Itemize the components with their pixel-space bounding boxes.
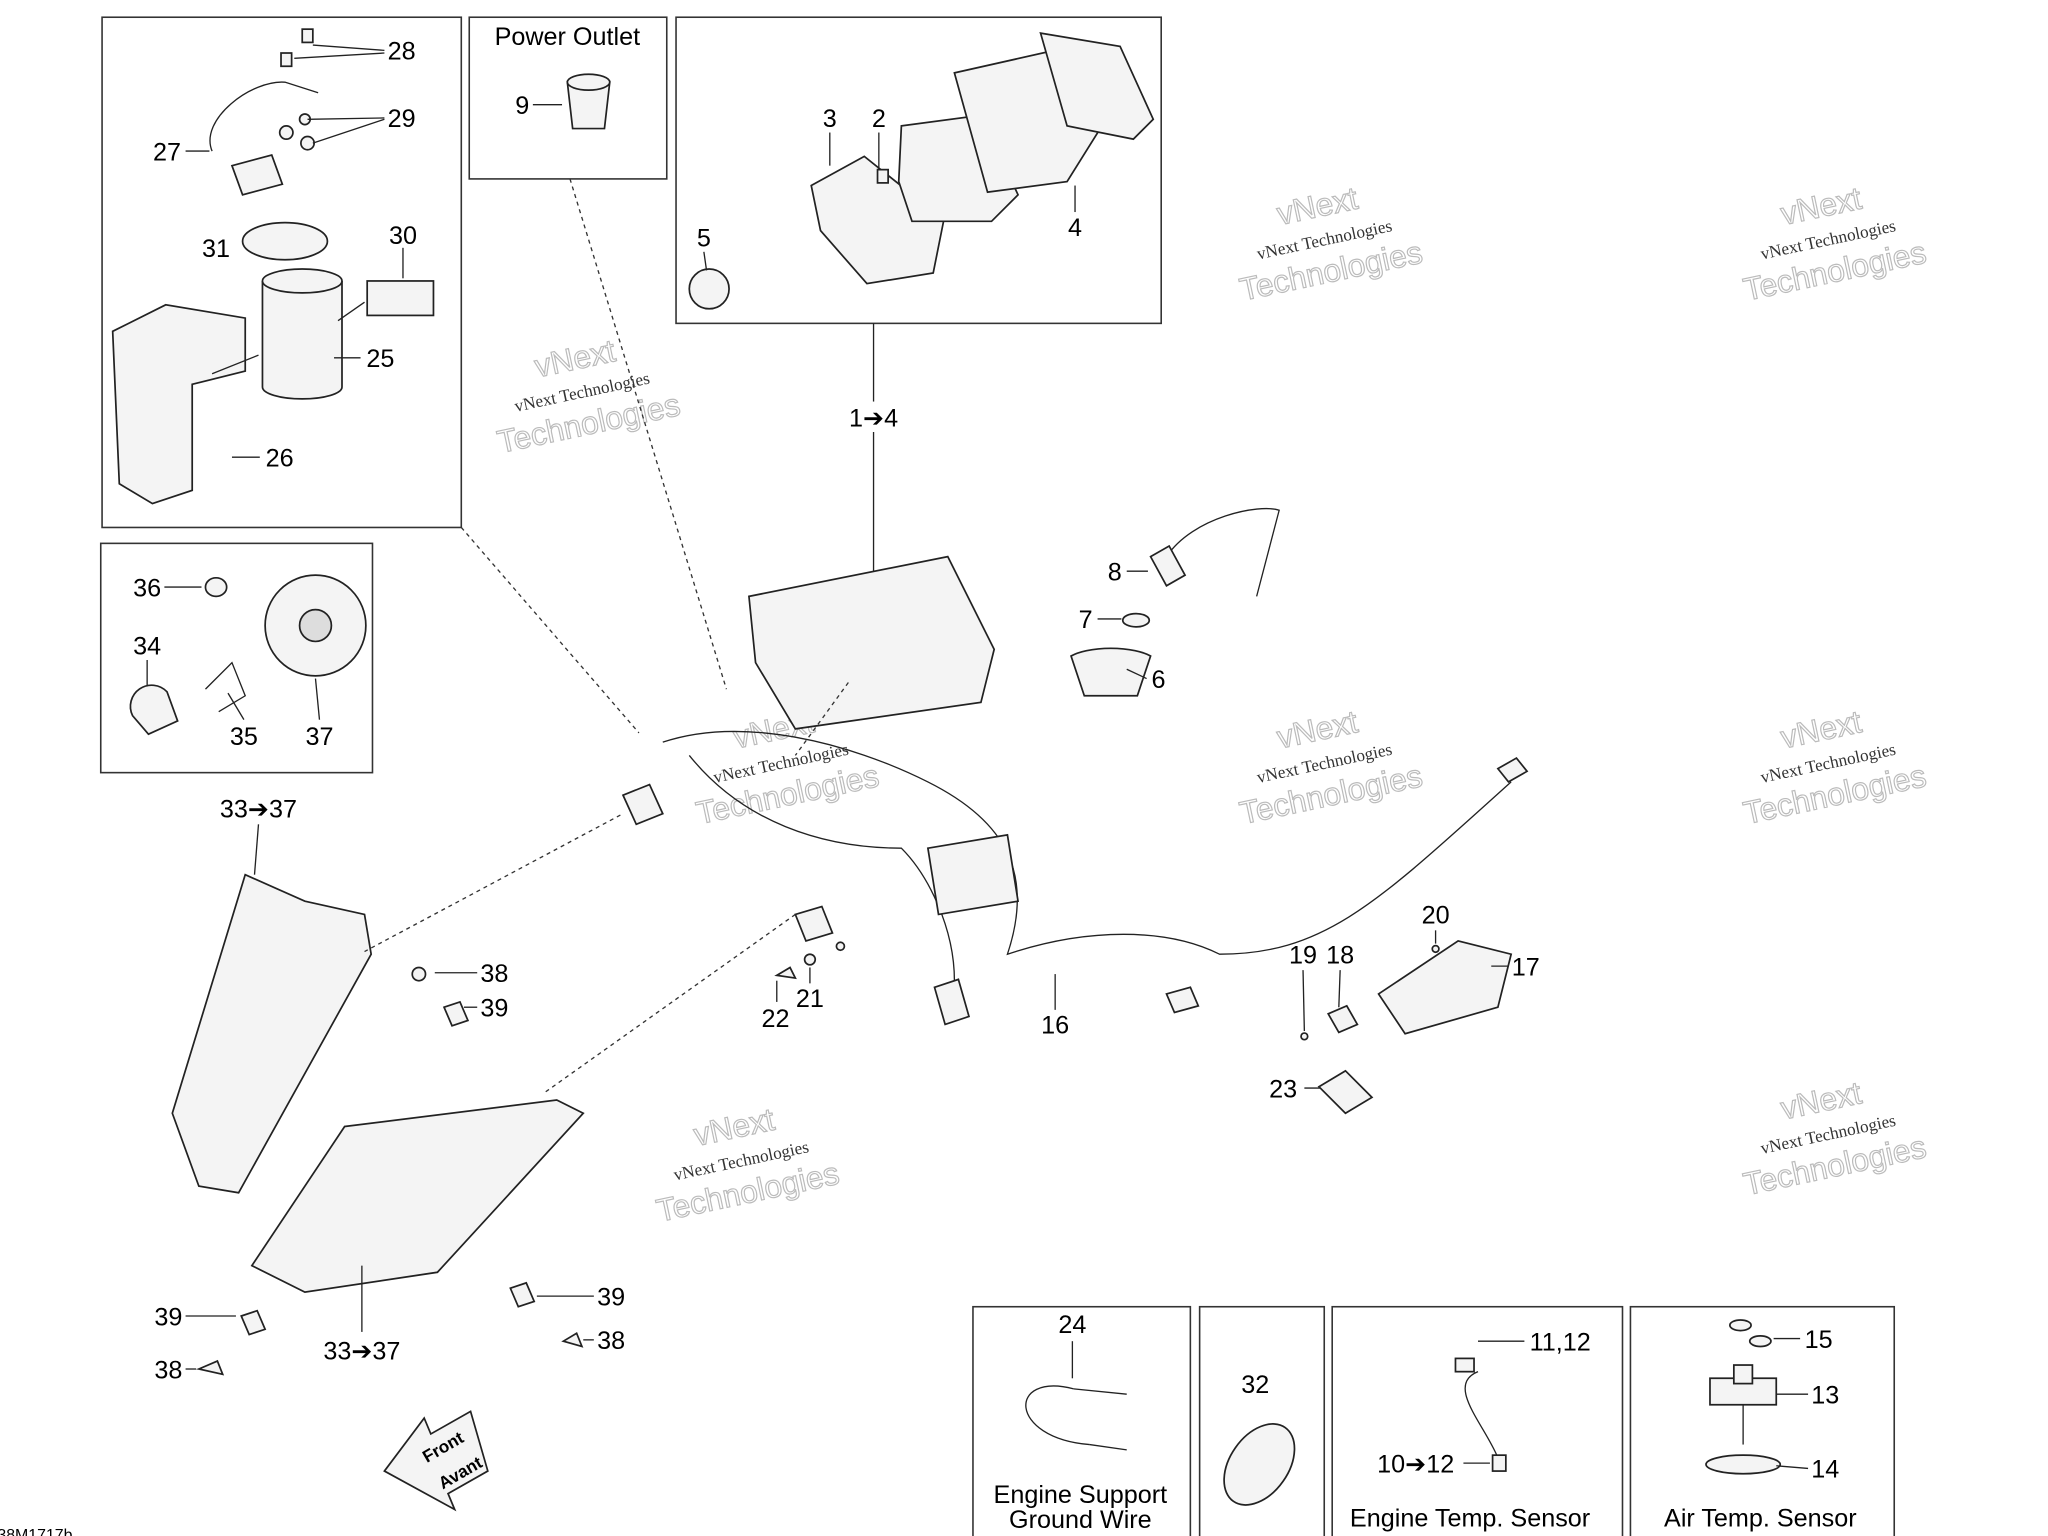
power-outlet-title: Power Outlet	[495, 23, 641, 51]
bottom-box-parts	[1025, 1319, 1809, 1506]
callout-24: 24	[1058, 1311, 1086, 1339]
callout-5: 5	[697, 225, 711, 253]
engine-temp-sensor-title: Engine Temp. Sensor	[1350, 1505, 1590, 1533]
callout-7: 7	[1079, 606, 1093, 634]
callout-6: 6	[1152, 666, 1166, 694]
leader-lines	[364, 178, 849, 1094]
callout-19: 19	[1289, 941, 1317, 969]
box-battery-assembly	[101, 16, 463, 529]
callout-39-left: 39	[154, 1303, 182, 1331]
front-direction-arrow: Front Avant	[383, 1410, 489, 1512]
box-power-outlet	[468, 16, 668, 180]
callout-37: 37	[305, 723, 333, 751]
ground-wire-title-line2: Ground Wire	[1009, 1506, 1152, 1534]
callout-9: 9	[515, 92, 529, 120]
callout-13: 13	[1811, 1381, 1839, 1409]
callout-4: 4	[1068, 214, 1082, 242]
callout-38: 38	[480, 960, 508, 988]
power-outlet-part	[532, 73, 611, 130]
headlight-parts	[171, 824, 594, 1376]
drawing-code: 38M1717b	[0, 1527, 73, 1536]
callout-39-right: 39	[597, 1283, 625, 1311]
callout-20: 20	[1422, 902, 1450, 930]
callout-21: 21	[796, 985, 824, 1013]
callout-23: 23	[1269, 1075, 1297, 1103]
callout-38-left: 38	[154, 1356, 182, 1384]
callout-11-12: 11,12	[1530, 1328, 1591, 1356]
callout-2: 2	[872, 105, 886, 133]
callout-33-to-37-top: 33➔37	[220, 796, 297, 824]
callout-15: 15	[1805, 1326, 1833, 1354]
headlight-bulb-parts	[129, 574, 367, 736]
callout-33-to-37-bottom: 33➔37	[323, 1338, 400, 1366]
tether-cord-parts	[1070, 507, 1280, 697]
callout-1-to-4: 1➔4	[849, 405, 898, 433]
callout-3: 3	[823, 105, 837, 133]
callout-27: 27	[153, 138, 181, 166]
callout-34: 34	[133, 633, 161, 661]
box-headlight-bulb	[99, 542, 374, 774]
box-ground-wire	[972, 1305, 1192, 1536]
instrument-cluster-parts	[688, 32, 1155, 604]
callout-10-to-12: 10➔12	[1377, 1450, 1454, 1478]
callout-38-right: 38	[597, 1327, 625, 1355]
box-engine-temp-sensor	[1331, 1305, 1624, 1536]
callout-30: 30	[389, 222, 417, 250]
wiring-harness	[621, 555, 1529, 1026]
air-temp-sensor-title: Air Temp. Sensor	[1664, 1505, 1857, 1533]
callout-14: 14	[1811, 1456, 1839, 1484]
callout-39: 39	[480, 994, 508, 1022]
box-clamp	[1198, 1305, 1326, 1536]
callout-36: 36	[133, 574, 161, 602]
callout-26: 26	[266, 445, 294, 473]
callout-18: 18	[1326, 941, 1354, 969]
ground-wire-title-line1: Engine Support	[994, 1481, 1168, 1509]
callout-8: 8	[1108, 558, 1122, 586]
callout-17: 17	[1512, 953, 1540, 981]
callout-31: 31	[202, 235, 230, 263]
callouts: 28 29 27 31 30 25 26 9 3 2 5 4 1➔4 8 7 6…	[133, 38, 1839, 1484]
box-instrument-cluster	[675, 16, 1162, 325]
battery-parts	[111, 28, 435, 505]
callout-29: 29	[388, 105, 416, 133]
hardware-parts	[774, 930, 1513, 1115]
callout-25: 25	[366, 345, 394, 373]
callout-32: 32	[1241, 1371, 1269, 1399]
callout-22: 22	[761, 1005, 789, 1033]
box-air-temp-sensor	[1629, 1305, 1896, 1536]
callout-16: 16	[1041, 1012, 1069, 1040]
callout-35: 35	[230, 723, 258, 751]
callout-28: 28	[388, 38, 416, 66]
